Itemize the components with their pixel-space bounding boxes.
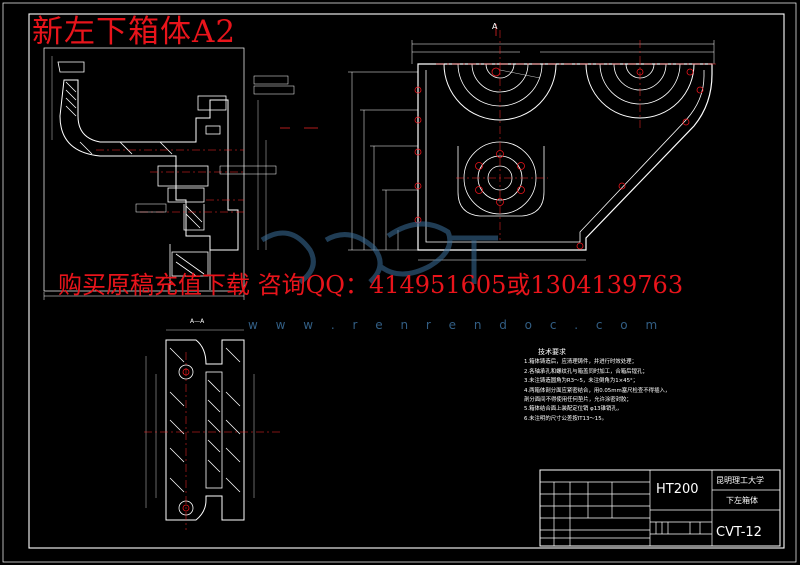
technical-requirements: 技术要求 1.箱体铸造后，应清理铸件，并进行时效处理； 2.各轴承孔和螺纹孔与箱… <box>524 348 670 424</box>
watermark-logo <box>260 221 498 285</box>
tech-req-heading: 技术要求 <box>538 348 566 356</box>
section-marker-a: A <box>492 22 498 31</box>
tech-req-line: 3.未注铸造圆角为R3～5，未注倒角为1×45°； <box>524 378 639 385</box>
section-view-label: A—A <box>190 318 205 325</box>
inner-border <box>28 13 785 549</box>
left-view <box>43 47 318 300</box>
part-name: 下左箱体 <box>726 496 758 505</box>
watermark-url: w w w . r e n r e n d o c . c o m <box>248 318 665 332</box>
section-view <box>144 329 282 530</box>
tech-req-line: 1.箱体铸造后，应清理铸件，并进行时效处理； <box>524 359 637 366</box>
tech-req-line: 4.两箱体剖分面应紧密结合，用0.05mm塞尺检查不得插入， <box>524 387 671 394</box>
drawing-number: CVT-12 <box>716 525 762 540</box>
tech-req-line: 剖分面间不得使用任何垫片，允许涂密封胶； <box>524 397 632 404</box>
front-view <box>348 24 716 261</box>
school-name: 昆明理工大学 <box>716 476 764 485</box>
tech-req-line: 5.箱体结合面上装配定位销 φ13锥销孔， <box>524 406 623 413</box>
tech-req-line: 6.未注明的尺寸公差按IT13～15。 <box>524 415 608 422</box>
tech-req-line: 2.各轴承孔和螺纹孔与箱盖同时加工，合箱后镗孔； <box>524 368 648 375</box>
title-block <box>539 469 781 547</box>
material-label: HT200 <box>656 482 699 497</box>
overlay-title: 新左下箱体A2 <box>32 14 237 50</box>
purchase-banner: 购买原稿充值下载 咨询QQ：414951605或1304139763 <box>58 271 684 299</box>
